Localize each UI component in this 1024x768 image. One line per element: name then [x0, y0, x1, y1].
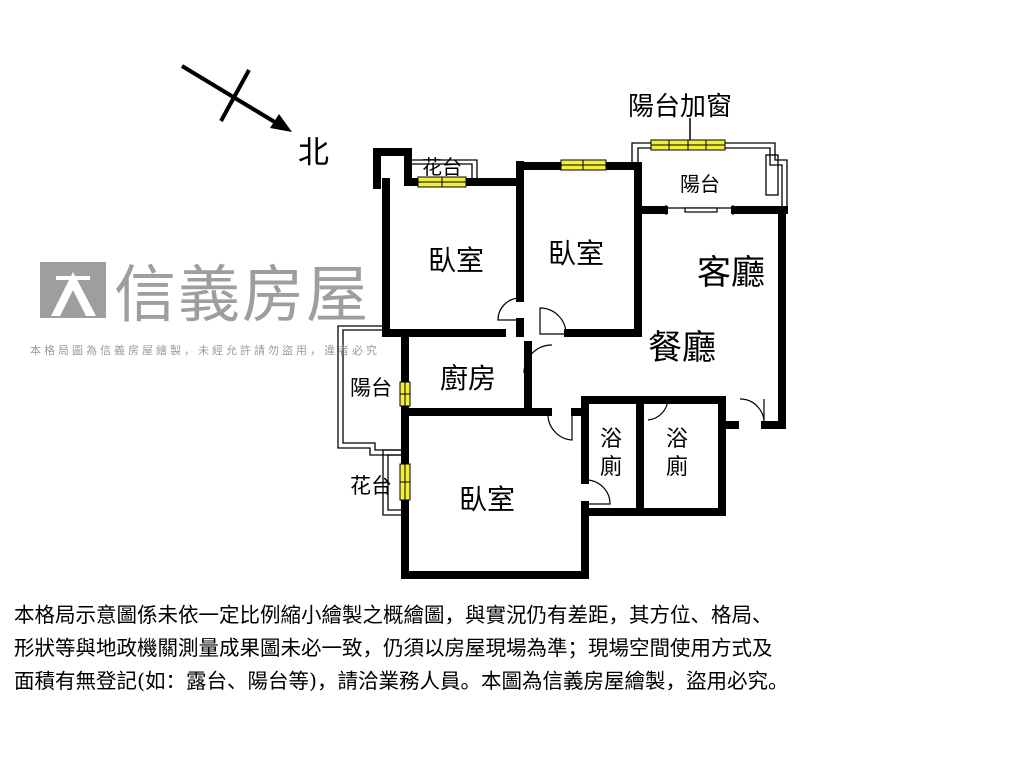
- walls: [373, 148, 788, 579]
- room-label-bath-1: 浴 廁: [600, 426, 622, 482]
- room-label-dining-room: 餐廳: [648, 328, 716, 368]
- room-label-kitchen-balcony: 陽台: [350, 376, 392, 400]
- room-label-balcony: 陽台: [680, 172, 720, 196]
- door-swings: [497, 297, 765, 505]
- windows: [399, 139, 726, 501]
- sliding-door: [665, 205, 734, 215]
- room-label-bedroom-2: 臥室: [548, 237, 605, 270]
- compass-arrow-icon: [180, 64, 292, 132]
- room-label-living-room: 客廳: [697, 253, 765, 293]
- balcony-outlines: [337, 142, 788, 516]
- disclaimer-line-2: 形狀等與地政機關測量成果圖未必一致，仍須以房屋現場為準；現場空間使用方式及: [14, 636, 773, 660]
- bath-2-char-2: 廁: [666, 455, 689, 480]
- room-label-bedroom-1: 臥室: [428, 244, 485, 277]
- north-label: 北: [298, 135, 329, 171]
- room-label-kitchen: 廚房: [440, 362, 497, 395]
- room-label-bath-2: 浴 廁: [666, 426, 688, 482]
- watermark-brand: 信義房屋: [114, 258, 371, 331]
- bath-1-char-2: 廁: [600, 455, 623, 480]
- room-label-planter-top: 花台: [422, 155, 462, 179]
- room-label-balcony-window: 陽台加窗: [628, 92, 733, 122]
- watermark-notice: 本格局圖為信義房屋繪製，未經允許請勿盜用，違者必究: [30, 344, 380, 357]
- disclaimer-line-3: 面積有無登記(如：露台、陽台等)，請洽業務人員。本圖為信義房屋繪製，盜用必究。: [14, 669, 789, 693]
- bath-1-char-1: 浴: [600, 427, 623, 452]
- room-label-planter-left: 花台: [350, 474, 392, 498]
- brand-logo-icon: [40, 262, 106, 318]
- room-label-bedroom-3: 臥室: [459, 483, 516, 516]
- bath-2-char-1: 浴: [666, 427, 689, 452]
- disclaimer-line-1: 本格局示意圖係未依一定比例縮小繪製之概繪圖，與實況仍有差距，其方位、格局、: [14, 603, 773, 627]
